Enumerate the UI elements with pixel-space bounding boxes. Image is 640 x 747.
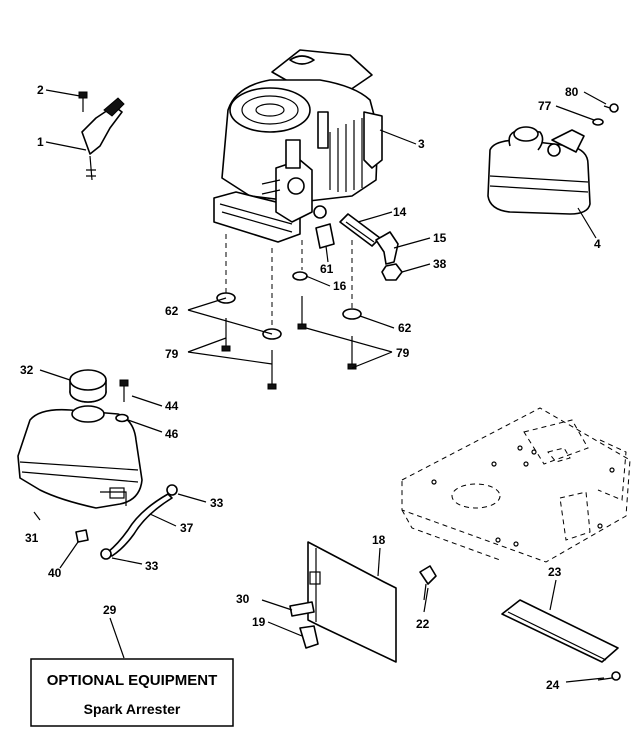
callout-31: 31 [25, 531, 39, 545]
callout-1: 1 [37, 135, 44, 149]
fuel-tank [17, 405, 143, 509]
mounting-hardware [216, 234, 362, 390]
leader-lines [33, 89, 607, 683]
callout-15: 15 [433, 231, 447, 245]
callout-29: 29 [103, 603, 117, 617]
callout-30: 30 [236, 592, 250, 606]
callout-16: 16 [333, 279, 347, 293]
callout-79-right: 79 [396, 346, 410, 360]
callout-3: 3 [418, 137, 425, 151]
muffler-screw [603, 103, 619, 113]
callout-79-left: 79 [165, 347, 179, 361]
elbow-fitting [375, 231, 399, 265]
fuel-cap [69, 369, 107, 403]
callout-18: 18 [372, 533, 386, 547]
callout-24: 24 [546, 678, 560, 692]
muffler-washer [592, 118, 604, 126]
callout-44: 44 [165, 399, 179, 413]
part-30 [289, 601, 315, 617]
heat-shield [307, 541, 397, 663]
callout-33-upper: 33 [210, 496, 224, 510]
chassis-frame [401, 407, 631, 563]
callout-22: 22 [416, 617, 430, 631]
callout-62-right: 62 [398, 321, 412, 335]
washer-16 [292, 271, 308, 281]
callout-62-left: 62 [165, 304, 179, 318]
callout-19: 19 [252, 615, 266, 629]
callout-46: 46 [165, 427, 179, 441]
screw-24 [597, 671, 621, 681]
deflector [501, 599, 619, 663]
callouts: 1 2 3 4 14 15 16 18 19 22 23 24 29 30 31… [20, 83, 601, 692]
part-22 [419, 565, 437, 601]
callout-33-lower: 33 [145, 559, 159, 573]
callout-77: 77 [538, 99, 552, 113]
optional-equipment-item: Spark Arrester [84, 701, 181, 717]
engine [213, 49, 383, 243]
callout-2: 2 [37, 83, 44, 97]
callout-40: 40 [48, 566, 62, 580]
fuel-line [339, 213, 381, 247]
callout-38: 38 [433, 257, 447, 271]
clamp-40 [75, 529, 89, 543]
callout-23: 23 [548, 565, 562, 579]
part-19 [299, 625, 319, 649]
screw-44 [119, 379, 129, 402]
callout-14: 14 [393, 205, 407, 219]
part-61 [315, 223, 335, 249]
callout-61: 61 [320, 262, 334, 276]
muffler [487, 126, 591, 215]
callout-37: 37 [180, 521, 194, 535]
callout-4: 4 [594, 237, 601, 251]
optional-equipment-title: OPTIONAL EQUIPMENT [47, 672, 218, 689]
washer-46 [115, 413, 129, 423]
nut-38 [381, 263, 403, 281]
callout-32: 32 [20, 363, 34, 377]
callout-80: 80 [565, 85, 579, 99]
optional-equipment-box: OPTIONAL EQUIPMENT Spark Arrester [30, 658, 234, 727]
bracket-screw [78, 91, 88, 112]
throttle-bracket [81, 97, 125, 181]
fuel-hose [100, 484, 178, 560]
